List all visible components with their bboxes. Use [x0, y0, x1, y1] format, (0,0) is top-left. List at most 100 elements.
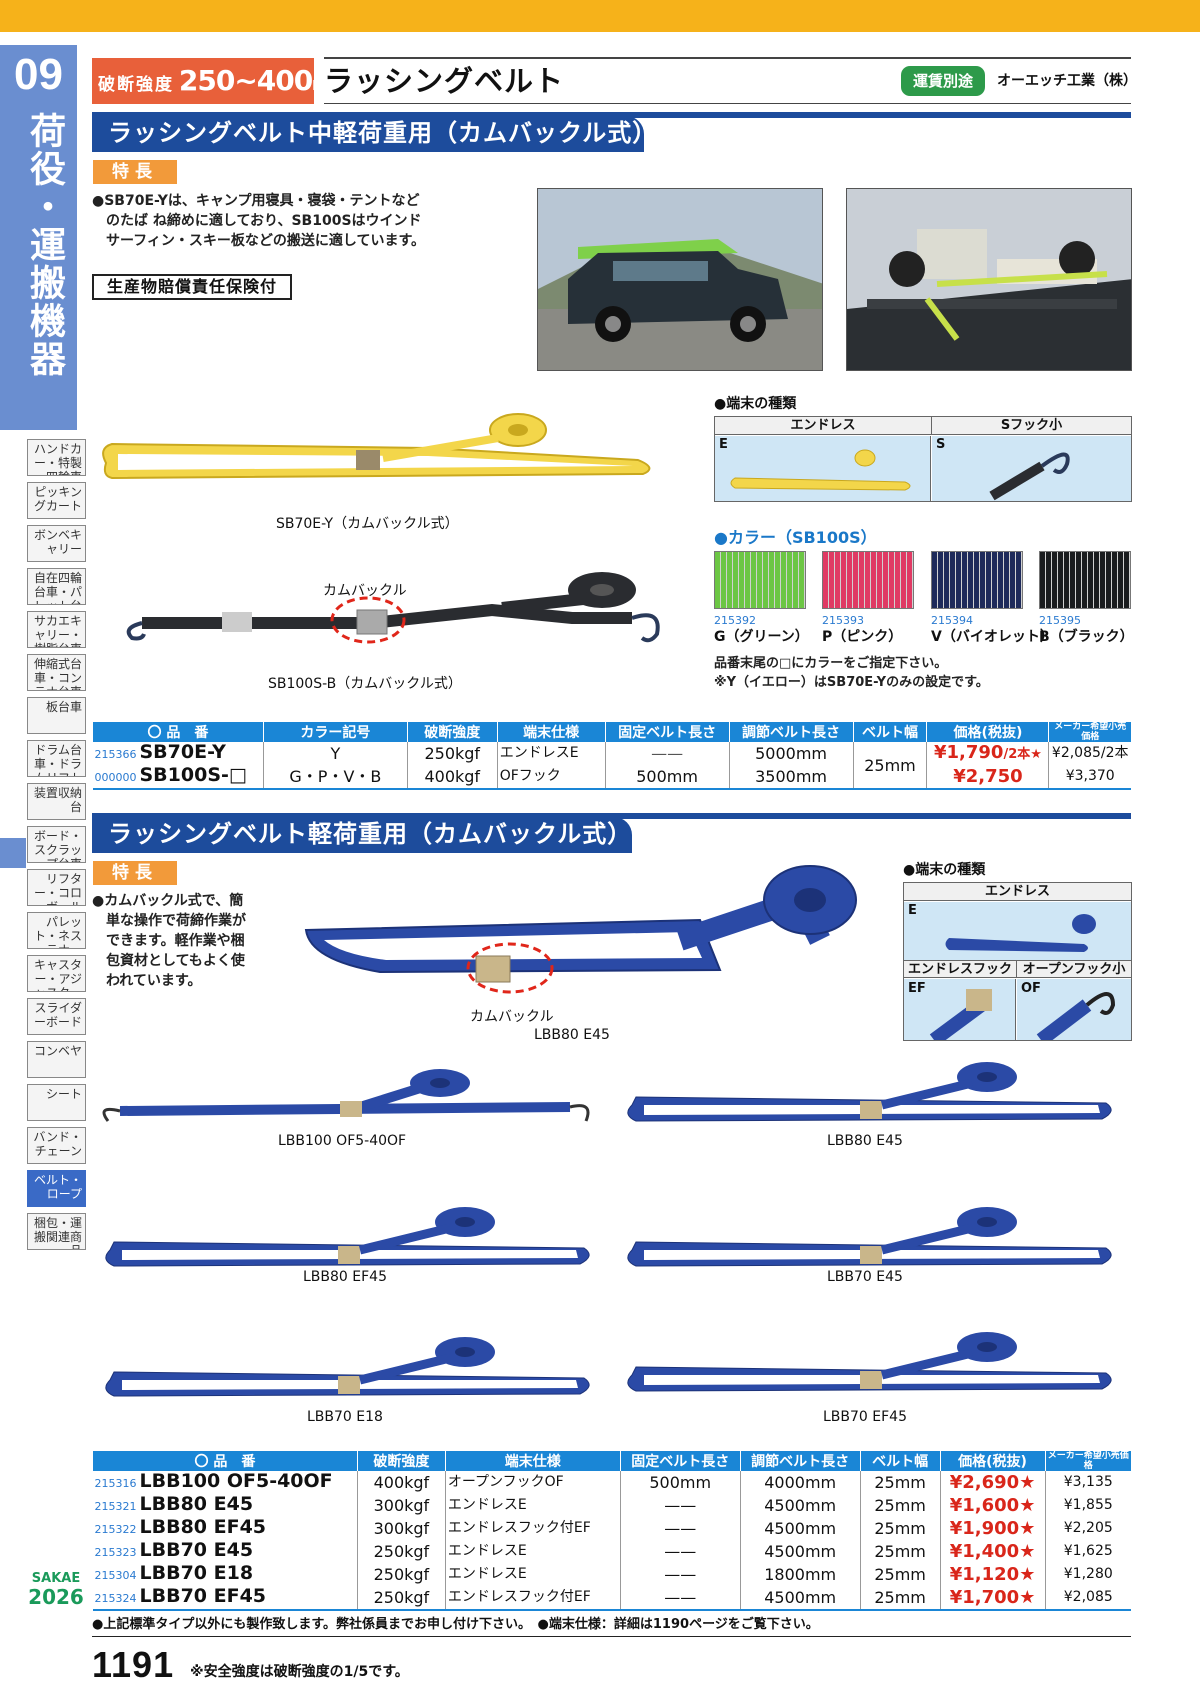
side-tab[interactable]: パレット・ネステナー: [27, 912, 86, 949]
belt-image: [102, 1069, 590, 1122]
side-tab[interactable]: 伸縮式台車・コンテナ台車: [27, 654, 86, 691]
side-marker: [0, 838, 26, 868]
part-number: SB70E-Y: [139, 741, 226, 763]
cell-msrp: ¥1,625: [1044, 1540, 1131, 1563]
part-number: LBB80 E45: [139, 1493, 254, 1515]
product-code: 215316: [94, 1477, 137, 1490]
th-msrp: メーカー希望小売価格: [1048, 722, 1131, 742]
part-number: LBB70 E18: [139, 1562, 254, 1584]
th-adjust: 調節ベルト長さ: [739, 1451, 861, 1471]
product-code: 215304: [94, 1569, 137, 1582]
desc-line: 包資材としてもよく使: [106, 953, 245, 969]
section1-terminal-table: エンドレス Sフック小 E S: [714, 416, 1132, 502]
side-tab[interactable]: キャスター・アジャスター: [27, 955, 86, 992]
belt-caption: LBB70 E18: [307, 1409, 383, 1425]
side-tab[interactable]: サカエキャリー・樹脂台車: [27, 611, 86, 648]
terminal-image-ef: [904, 979, 1016, 1046]
section1-spec-table: 〇 品 番 カラー記号 破断強度 端末仕様 固定ベルト長さ 調節ベルト長さ ベル…: [92, 722, 1131, 790]
side-tab[interactable]: シート: [27, 1084, 86, 1121]
desc-line: 単な操作で荷締作業が: [106, 913, 246, 929]
part-number: SB100S-□: [139, 764, 247, 786]
th-width: ベルト幅: [852, 722, 927, 742]
side-tab[interactable]: リフター・コロボール: [27, 869, 86, 906]
side-tab[interactable]: バンド・チェーン: [27, 1127, 86, 1164]
swatch-name: V（バイオレット）: [931, 629, 1054, 645]
color-swatch: [714, 551, 806, 609]
top-accent-bar: [0, 0, 1200, 32]
part-number: LBB80 EF45: [139, 1516, 267, 1538]
side-tab[interactable]: スライダーボード: [27, 998, 86, 1035]
color-heading: ●カラー（SB100S）: [714, 528, 877, 547]
belt-caption: LBB80 E45: [827, 1133, 903, 1149]
cam-label-2: カムバックル: [470, 1009, 554, 1025]
cell-terminal: エンドレスフック付EF: [444, 1586, 621, 1611]
th-color: カラー記号: [262, 722, 408, 742]
photo-kart-roof: [846, 188, 1132, 371]
footer-rule: [92, 1636, 1131, 1637]
terminal-image-shook: [932, 436, 1131, 501]
th-fixed: 固定ベルト長さ: [619, 1451, 741, 1471]
cell-strength: 250kgf: [356, 1540, 446, 1563]
brand-year: 2026: [28, 1585, 84, 1609]
belt-image: [105, 1337, 590, 1397]
chapter-title: 荷役・運搬機器: [24, 112, 65, 378]
table-header-row: 〇 品 番 破断強度 端末仕様 固定ベルト長さ 調節ベルト長さ ベルト幅 価格(…: [92, 1451, 1131, 1471]
footnote: ●上記標準タイプ以外にも製作致します。弊社係員までお申し付け下さい。 ●端末仕様…: [92, 1617, 819, 1632]
side-tab[interactable]: 板台車: [27, 697, 86, 734]
strength-value: 250~400: [178, 64, 313, 97]
side-tab[interactable]: 梱包・運搬関連商品: [27, 1213, 86, 1250]
cell-adjust: 4000mm: [739, 1471, 861, 1494]
title-rule-bottom: [324, 103, 1131, 104]
swatch-code: 215392: [714, 614, 756, 627]
cell-fixed: 500mm: [619, 1471, 741, 1494]
color-note-1: 品番末尾の□にカラーをご指定下さい。: [714, 656, 948, 671]
section1-feature-tag: 特長: [93, 160, 177, 184]
swatch-code: 215393: [822, 614, 864, 627]
side-tab[interactable]: ボード・スクラップ台車: [27, 826, 86, 863]
title-rule-top: [324, 57, 1131, 59]
liability-insurance-box: 生産物賠償責任保険付: [92, 274, 292, 300]
th-strength: 破断強度: [356, 1451, 446, 1471]
terminal-code-of: OF: [1021, 981, 1041, 996]
side-tab[interactable]: 自在四輪台車・パレット台車: [27, 568, 86, 605]
terminal-code-e: E: [719, 437, 728, 452]
th-width: ベルト幅: [859, 1451, 941, 1471]
side-tab[interactable]: ベルト・ロープ: [27, 1170, 86, 1207]
terminal-code-ef: EF: [908, 981, 926, 996]
price: ¥1,400★: [949, 1541, 1036, 1562]
th-fixed: 固定ベルト長さ: [604, 722, 730, 742]
belt-caption: LBB100 OF5-40OF: [278, 1133, 407, 1149]
product-code: 215321: [94, 1500, 137, 1513]
color-note-2: ※Y（イエロー）はSB70E-Yのみの設定です。: [714, 675, 989, 690]
page-title: ラッシングベルト: [324, 64, 565, 98]
section1-title: ラッシングベルト中軽荷重用（カムバックル式）: [92, 116, 656, 152]
price-suffix: /2本★: [1003, 747, 1042, 762]
section2-title: ラッシングベルト軽荷重用（カムバックル式）: [92, 817, 632, 853]
side-tab[interactable]: ピッキングカート: [27, 482, 86, 519]
caption-lbb80-hero: LBB80 E45: [534, 1027, 610, 1043]
cell-msrp: ¥3,370: [1048, 765, 1131, 790]
side-tab[interactable]: ハンドカー・特製四輪車: [27, 439, 86, 476]
desc-line: サーフィン・スキー板などの搬送に適しています。: [106, 233, 426, 249]
brand-name: SAKAE: [31, 1571, 81, 1586]
cell-fixed: ——: [619, 1540, 741, 1563]
side-tab[interactable]: 装置収納台: [27, 783, 86, 820]
cell-fixed: ——: [619, 1586, 741, 1611]
cell-strength: 400kgf: [356, 1471, 446, 1494]
side-tab[interactable]: ボンベキャリー: [27, 525, 86, 562]
section1-rule: [92, 112, 1131, 118]
cell-strength: 250kgf: [406, 742, 498, 765]
section2-description: ●カムバックル式で、簡 単な操作で荷締作業が できます。軽作業や梱 包資材として…: [92, 891, 262, 991]
section2-rule: [92, 813, 1131, 819]
section2-feature-tag: 特長: [93, 861, 177, 885]
side-tab[interactable]: ドラム台車・ドラムリフト: [27, 740, 86, 777]
terminal-image-endless: [715, 436, 931, 501]
side-tab[interactable]: コンベヤ: [27, 1041, 86, 1078]
